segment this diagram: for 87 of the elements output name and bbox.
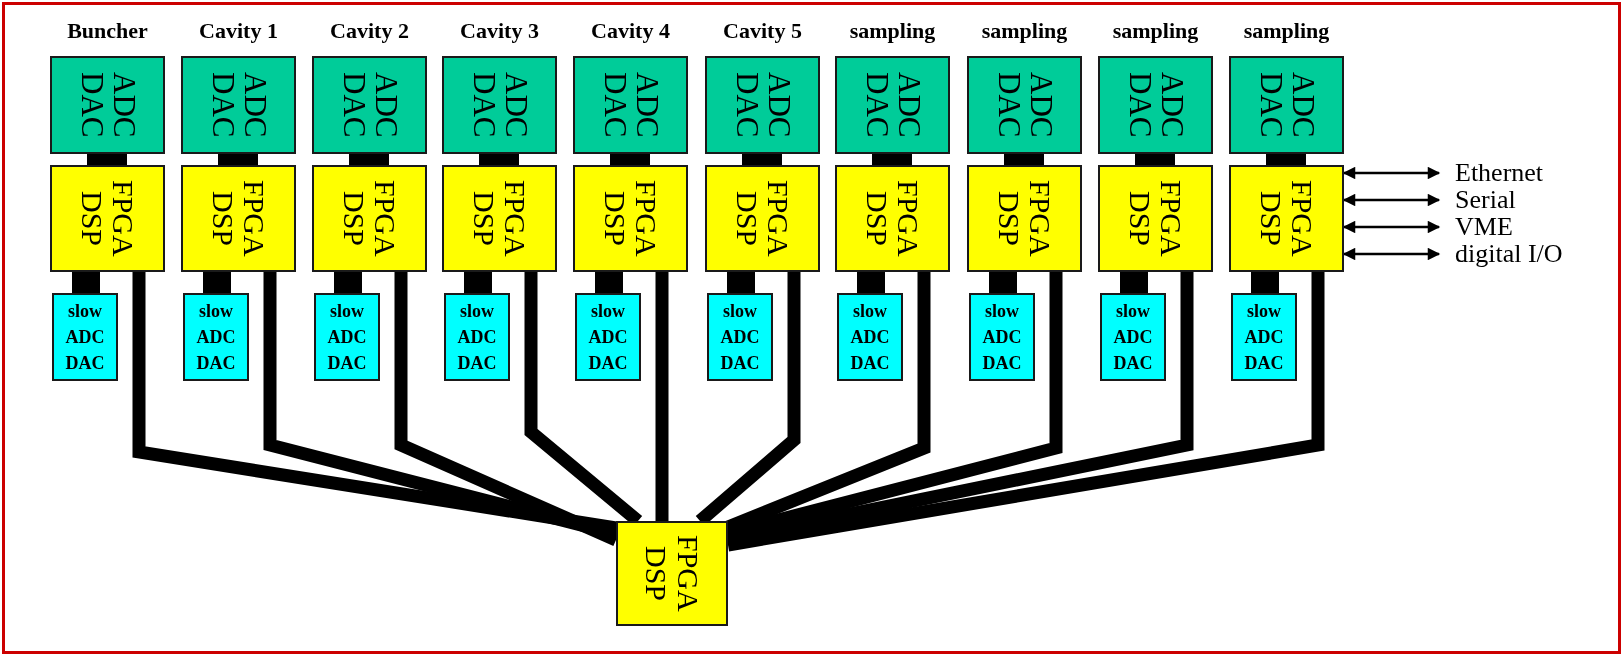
rotated-label: ADC DAC [205, 71, 272, 140]
processor-box [312, 165, 427, 272]
slow-converter-box [575, 293, 641, 381]
connector-line [1120, 272, 1148, 293]
rotated-label: ADC DAC [1253, 71, 1320, 140]
connector-line [1004, 154, 1044, 165]
box-label: slow ADC DAC [326, 300, 368, 375]
processor-box [1229, 165, 1344, 272]
rotated-label: FPGA DSP [599, 179, 662, 259]
processor-box [967, 165, 1082, 272]
connector-line [857, 272, 885, 293]
slow-converter-box [969, 293, 1035, 381]
box-label: slow ADC DAC [456, 300, 498, 375]
interface-label: Ethernet [1455, 159, 1544, 187]
connector-line [655, 272, 669, 521]
rotated-label: FPGA DSP [207, 179, 270, 259]
connector-line [1266, 154, 1306, 165]
rotated-label: FPGA DSP [1124, 179, 1187, 259]
slow-converter-box [444, 293, 510, 381]
column-title: Cavity 5 [722, 18, 803, 44]
processor-box [835, 165, 950, 272]
rotated-label: FPGA DSP [993, 179, 1056, 259]
slow-converter-box [314, 293, 380, 381]
slow-converter-box [1231, 293, 1297, 381]
column-title: Cavity 4 [590, 18, 671, 44]
box-label: slow ADC DAC [587, 300, 629, 375]
connector-line [872, 154, 912, 165]
box-label: slow ADC DAC [981, 300, 1023, 375]
connector-line [742, 154, 782, 165]
column-title: sampling [848, 18, 937, 44]
column-title: Cavity 2 [329, 18, 410, 44]
column-title: Buncher [66, 18, 149, 44]
rotated-label: ADC DAC [729, 71, 796, 140]
rotated-label: ADC DAC [74, 71, 141, 140]
connector-line [203, 272, 231, 293]
connector-line [1135, 154, 1175, 165]
rotated-label: ADC DAC [859, 71, 926, 140]
connector-line [1251, 272, 1279, 293]
box-label: slow ADC DAC [849, 300, 891, 375]
rotated-label: ADC DAC [597, 71, 664, 140]
column-title: sampling [1111, 18, 1200, 44]
processor-box [1098, 165, 1213, 272]
interface-label: VME [1455, 213, 1513, 241]
slow-converter-box [52, 293, 118, 381]
rotated-label: ADC DAC [336, 71, 403, 140]
processor-box [573, 165, 688, 272]
rotated-label: ADC DAC [466, 71, 533, 140]
connector-line [218, 154, 258, 165]
column-title: sampling [980, 18, 1069, 44]
connector-line [349, 154, 389, 165]
slow-converter-box [183, 293, 249, 381]
rotated-label: ADC DAC [1122, 71, 1189, 140]
connector-line [72, 272, 100, 293]
connector-line [479, 154, 519, 165]
connector-line [595, 272, 623, 293]
box-label: slow ADC DAC [64, 300, 106, 375]
processor-box [50, 165, 165, 272]
rotated-label: FPGA DSP [1255, 179, 1318, 259]
connector-line [334, 272, 362, 293]
box-label: slow ADC DAC [1112, 300, 1154, 375]
rotated-label: FPGA DSP [338, 179, 401, 259]
connector-line [989, 272, 1017, 293]
connector-line [464, 272, 492, 293]
rotated-label: ADC DAC [991, 71, 1058, 140]
column-title: Cavity 1 [198, 18, 279, 44]
slow-converter-box [707, 293, 773, 381]
connector-line [610, 154, 650, 165]
processor-box [616, 521, 728, 626]
processor-box [181, 165, 296, 272]
connector-line [727, 272, 755, 293]
rotated-label: FPGA DSP [640, 534, 704, 614]
slow-converter-box [1100, 293, 1166, 381]
box-label: slow ADC DAC [1243, 300, 1285, 375]
processor-box [705, 165, 820, 272]
column-title: sampling [1242, 18, 1331, 44]
connector-line [87, 154, 127, 165]
interface-label: Serial [1455, 186, 1516, 214]
box-label: slow ADC DAC [195, 300, 237, 375]
box-label: slow ADC DAC [719, 300, 761, 375]
processor-box [442, 165, 557, 272]
column-title: Cavity 3 [459, 18, 540, 44]
interface-label: digital I/O [1455, 240, 1563, 268]
slow-converter-box [837, 293, 903, 381]
rotated-label: FPGA DSP [76, 179, 139, 259]
rotated-label: FPGA DSP [468, 179, 531, 259]
rotated-label: FPGA DSP [731, 179, 794, 259]
rotated-label: FPGA DSP [861, 179, 924, 259]
